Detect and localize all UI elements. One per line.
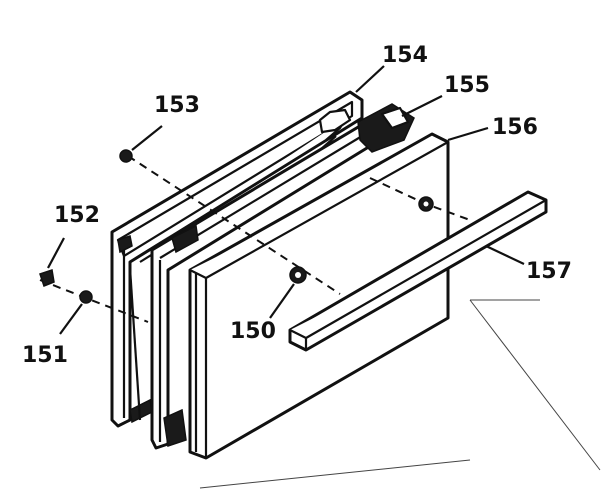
callout-151: 151 bbox=[22, 343, 68, 368]
callout-leaders bbox=[47, 65, 525, 335]
hinge-block bbox=[357, 103, 415, 153]
screw-152 bbox=[39, 269, 55, 287]
callout-154: 154 bbox=[382, 43, 428, 68]
callout-155: 155 bbox=[444, 73, 490, 98]
door-handle bbox=[288, 190, 548, 352]
screw-156-mount bbox=[418, 196, 434, 212]
callout-157: 157 bbox=[526, 259, 572, 284]
door-front-panel bbox=[188, 132, 450, 460]
callout-156: 156 bbox=[492, 115, 538, 140]
callout-150: 150 bbox=[230, 319, 276, 344]
background-edge-lines bbox=[199, 299, 601, 489]
callout-152: 152 bbox=[54, 203, 100, 228]
screw-153 bbox=[119, 149, 133, 163]
callout-153: 153 bbox=[154, 93, 200, 118]
screw-151 bbox=[79, 290, 93, 304]
callout-labels: 150 151 152 153 154 155 156 157 bbox=[22, 43, 572, 368]
screw-150 bbox=[289, 266, 307, 284]
